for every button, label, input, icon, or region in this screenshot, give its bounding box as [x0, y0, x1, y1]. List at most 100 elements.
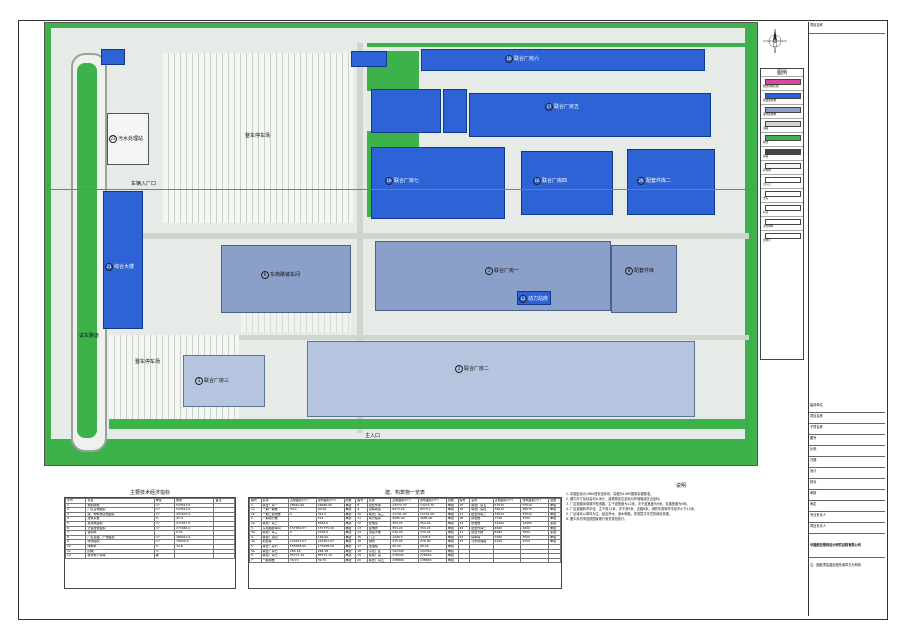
- table-cell: 7: [249, 557, 262, 564]
- legend-label: 坐标: [763, 197, 769, 200]
- legend-item: 停车场: [761, 160, 803, 174]
- building-17-label: 联合厂房五: [554, 104, 580, 110]
- table-cell: 辆: [153, 553, 176, 559]
- building-small-nw: [101, 49, 125, 65]
- legend-label: 围墙: [763, 155, 769, 158]
- building-21: [103, 191, 143, 329]
- design-notes: 说明 1. 本图坐标为1980西安坐标系，高程为1985国家高程基准。 2. 图…: [566, 484, 796, 592]
- table-cell: [548, 557, 561, 564]
- legend-label: 现状建筑物: [763, 113, 776, 116]
- building-2: [307, 341, 695, 417]
- road-horizontal-low: [109, 335, 749, 340]
- title-block: 项目名称 建设单位项目名称子项名称图号比例日期设计校对审核审定专业负责人项目负责…: [808, 22, 885, 616]
- title-block-field: 校对: [809, 479, 885, 490]
- building-2-number: 2: [455, 365, 463, 373]
- table-cell: [213, 553, 235, 559]
- legend-swatch: [765, 233, 801, 239]
- green-belt-top: [45, 23, 757, 28]
- parking-label-2: 整车停车场: [135, 359, 161, 365]
- building-17a: [371, 89, 441, 133]
- building-18: [421, 49, 705, 71]
- building-23-label: 污水处理站: [118, 136, 144, 142]
- green-belt-left: [45, 23, 51, 465]
- road-vertical-mid: [357, 43, 363, 433]
- building-21-number: 21: [105, 263, 113, 271]
- table-cell: 单层: [445, 557, 459, 564]
- legend: 图例 规划用地红线新建建筑物现状建筑物道路绿化围墙停车场出入口坐标标高室外地坪比…: [760, 68, 804, 360]
- legend-item: 新建建筑物: [761, 90, 803, 104]
- legend-swatch: [765, 79, 801, 85]
- test-track-label: 试车跑道: [79, 333, 100, 339]
- legend-label: 标高: [763, 211, 769, 214]
- table-cell: 一期用楼: [260, 557, 289, 564]
- table-cell: 39.70: [287, 557, 317, 564]
- title-block-field: 专业负责人: [809, 512, 885, 523]
- legend-item: 标高: [761, 202, 803, 216]
- table-cell: 新增地下停车: [85, 553, 155, 559]
- legend-item: 围墙: [761, 146, 803, 160]
- legend-swatch: [765, 177, 801, 183]
- title-block-field: 比例: [809, 446, 885, 457]
- building-1: [375, 241, 611, 311]
- legend-item: 现状建筑物: [761, 104, 803, 118]
- table-cell: 138800: [390, 557, 420, 564]
- building-3-number: 3: [195, 377, 203, 385]
- building-17: [469, 93, 711, 137]
- legend-label: 室外地坪: [763, 225, 774, 228]
- table-cell: 39.70: [315, 557, 345, 564]
- legend-item: 出入口: [761, 174, 803, 188]
- legend-swatch: [765, 205, 801, 211]
- legend-item: 坐标: [761, 188, 803, 202]
- building-6: [221, 245, 351, 313]
- notes-line: 3. 厂区道路采用城市型道路，主干道宽度为12米，次干道宽度为9米，支路宽度为6…: [566, 502, 690, 506]
- parking-lot-main: [163, 53, 353, 223]
- table-cell: 单层: [343, 557, 357, 564]
- building-12-label: 动力站房: [528, 296, 549, 302]
- legend-swatch: [765, 107, 801, 113]
- building-list-table: 建、构筑物一览表 编号名称占地面积(m²)建筑面积(m²)层数编号名称占地面积(…: [248, 490, 562, 589]
- road-horizontal-mid: [109, 233, 749, 239]
- legend-item: 比例尺: [761, 230, 803, 244]
- building-8-number: 8: [625, 267, 633, 275]
- building-1-number: 1: [485, 267, 493, 275]
- boundary-line: [45, 189, 757, 190]
- building-23-number: 23: [109, 135, 117, 143]
- building-8-label: 配套件库: [634, 268, 655, 274]
- notes-line: 4. 厂区道路转弯半径：主干道12米，次干道9米，支路6米，消防车道转弯半径不小…: [566, 507, 697, 511]
- building-3-label: 联合厂房三: [204, 378, 230, 384]
- company-name: 中国航空规划设计研究总院有限公司: [809, 542, 885, 558]
- green-strip-top: [367, 43, 753, 47]
- building-16-number: 16: [533, 177, 541, 185]
- legend-label: 道路: [763, 127, 769, 130]
- track-infield: [77, 63, 97, 438]
- title-block-field: 子项名称: [809, 424, 885, 435]
- building-2-label: 联合厂房二: [464, 366, 490, 372]
- title-block-field: 审定: [809, 501, 885, 512]
- table-cell: [520, 557, 550, 564]
- project-header: 项目名称: [809, 22, 885, 34]
- legend-swatch: [765, 149, 801, 155]
- legend-label: 比例尺: [763, 239, 771, 242]
- table-cell: 138800: [418, 557, 447, 564]
- building-guard: [351, 51, 387, 67]
- building-19-label: 联合厂房七: [394, 178, 420, 184]
- green-belt-right: [745, 23, 757, 465]
- legend-item: 道路: [761, 118, 803, 132]
- building-17-number: 17: [545, 103, 553, 111]
- table-cell: [469, 557, 494, 564]
- building-list-title: 建、构筑物一览表: [384, 490, 425, 496]
- building-6-number: 6: [261, 271, 269, 279]
- table-cell: 联合厂房五: [366, 557, 392, 564]
- building-8: [611, 245, 677, 313]
- table-cell: [492, 557, 522, 564]
- green-belt-bottom: [45, 439, 757, 465]
- title-block-field: 项目名称: [809, 413, 885, 424]
- building-21-label: 综合大楼: [114, 264, 135, 270]
- legend-swatch: [765, 93, 801, 99]
- table-cell: 12: [64, 553, 87, 559]
